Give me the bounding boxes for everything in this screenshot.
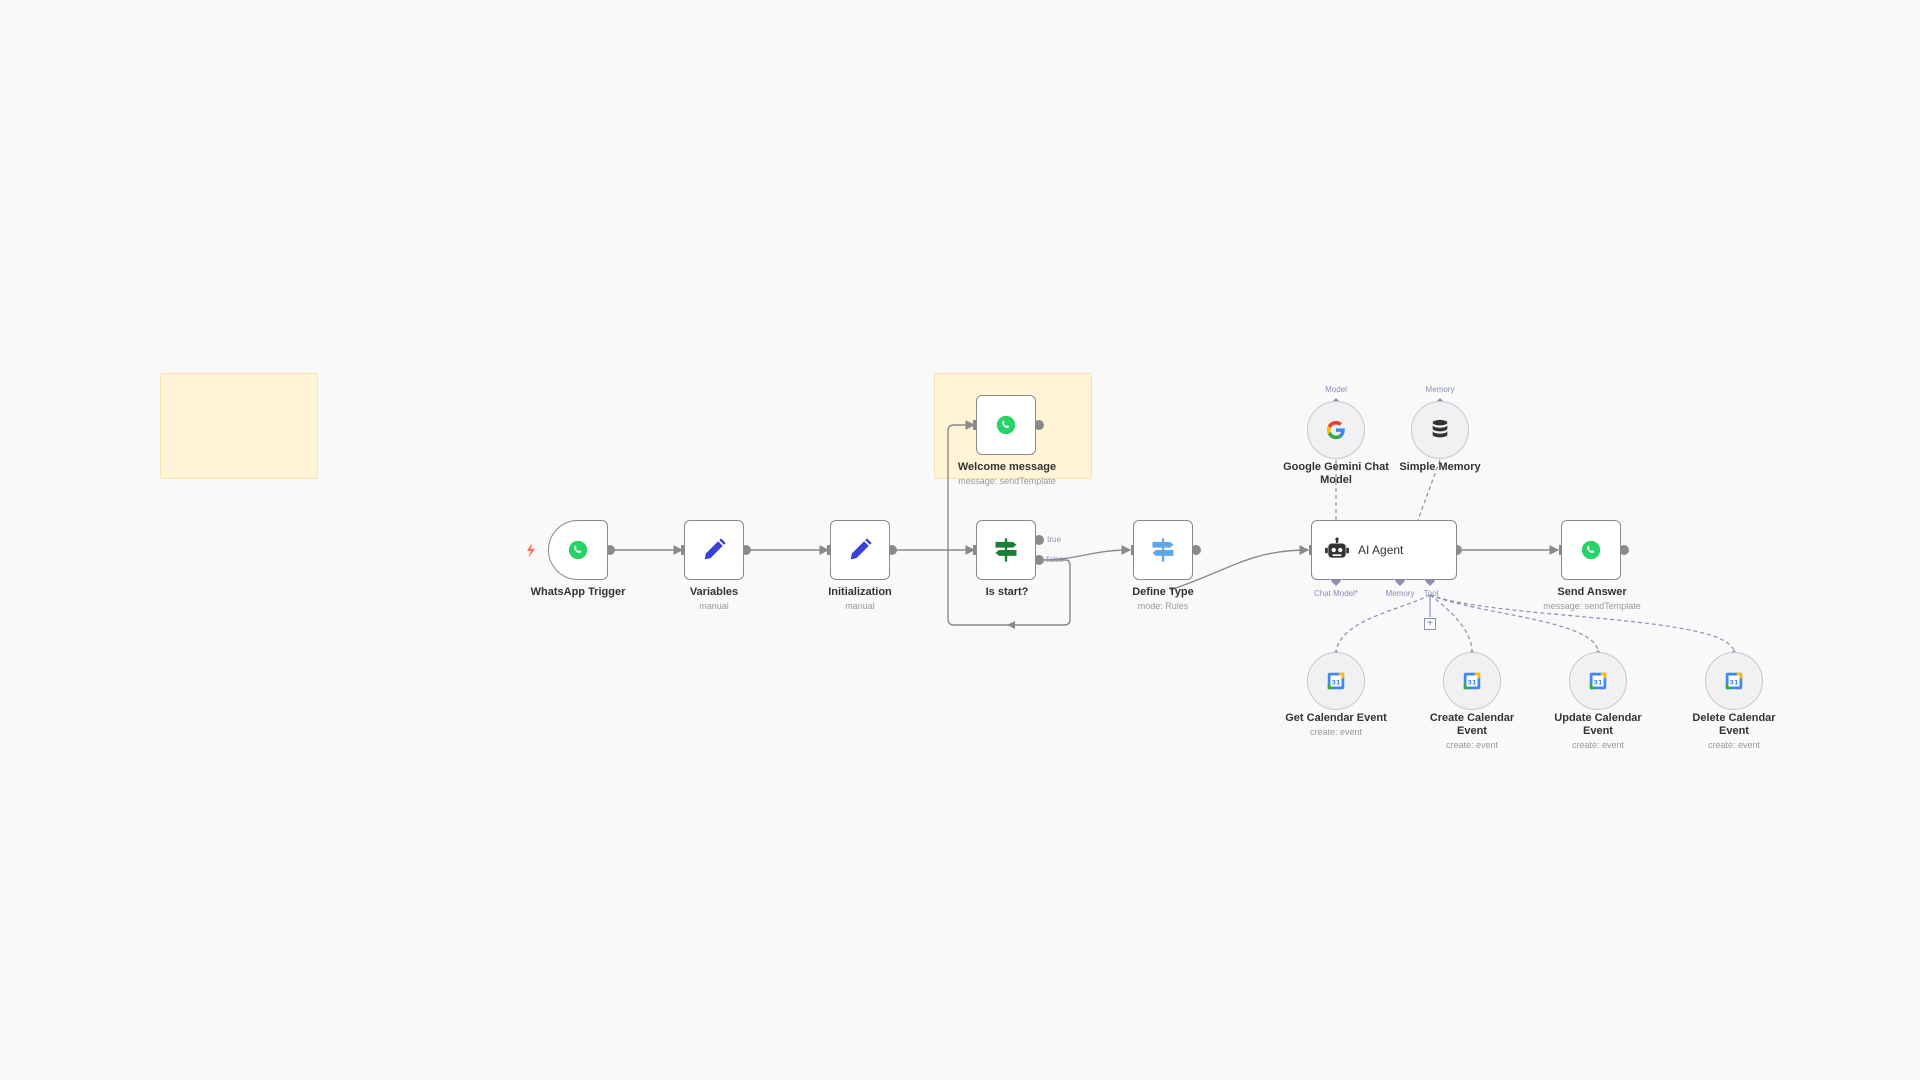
handle-isstart-true[interactable] xyxy=(1034,535,1044,545)
variables-label: Variables xyxy=(689,586,739,598)
send-answer-sublabel: message: sendTemplate xyxy=(1543,601,1641,611)
signpost-icon xyxy=(995,538,1017,562)
gemini-label: Google Gemini Chat Model xyxy=(1283,461,1389,486)
handle-isstart-false[interactable] xyxy=(1034,555,1044,565)
database-icon xyxy=(1432,419,1448,438)
is-start-true-label: true xyxy=(1047,535,1061,544)
google-calendar-icon: 31 xyxy=(1327,672,1345,690)
wire-tool-get xyxy=(1335,594,1431,653)
google-icon xyxy=(1326,420,1345,440)
variables-sublabel: manual xyxy=(699,601,729,611)
svg-text:31: 31 xyxy=(1332,679,1341,687)
define-type-sublabel: mode: Rules xyxy=(1137,601,1189,611)
svg-text:31: 31 xyxy=(1594,679,1603,687)
initialization-label: Initialization xyxy=(828,586,892,598)
simple-memory-node[interactable] xyxy=(1411,401,1469,459)
handle-sendanswer-out[interactable] xyxy=(1619,545,1629,555)
handle-agent-in[interactable] xyxy=(1309,545,1312,555)
update-calendar-event-node[interactable]: 31 xyxy=(1569,652,1627,710)
create-calendar-event-node[interactable]: 31 xyxy=(1443,652,1501,710)
handle-variables-in[interactable] xyxy=(681,545,684,555)
is-start-false-label: false xyxy=(1046,555,1064,564)
simple-memory-label: Simple Memory xyxy=(1399,461,1481,473)
define-type-label: Define Type xyxy=(1132,586,1194,598)
pencil-icon xyxy=(850,538,872,560)
handle-sendanswer-in[interactable] xyxy=(1559,545,1562,555)
update-calendar-event-sublabel: create: event xyxy=(1571,740,1625,750)
handle-definetype-out[interactable] xyxy=(1191,545,1201,555)
wire-tool-create xyxy=(1429,594,1473,653)
add-tool-button[interactable]: + xyxy=(1424,618,1436,630)
gemini-top-port-label: Model xyxy=(1325,385,1347,394)
whatsapp-trigger-label: WhatsApp Trigger xyxy=(530,586,626,598)
gemini-node[interactable] xyxy=(1307,401,1365,459)
is-start-label: Is start? xyxy=(985,586,1029,598)
trigger-bolt-icon xyxy=(527,543,535,558)
loop-arrowhead xyxy=(1007,621,1015,629)
svg-text:31: 31 xyxy=(1468,679,1477,687)
get-calendar-event-node[interactable]: 31 xyxy=(1307,652,1365,710)
create-calendar-event-sublabel: create: event xyxy=(1445,740,1499,750)
whatsapp-trigger-node[interactable] xyxy=(548,520,608,580)
svg-text:31: 31 xyxy=(1730,679,1739,687)
send-answer-label: Send Answer xyxy=(1557,586,1627,598)
wire-memory-agent xyxy=(1417,459,1441,521)
delete-calendar-event-label: Delete Calendar Event xyxy=(1692,712,1776,737)
handle-welcome-out[interactable] xyxy=(1034,420,1044,430)
signpost-icon xyxy=(1152,538,1174,562)
is-start-node[interactable] xyxy=(976,520,1036,580)
delete-calendar-event-node[interactable]: 31 xyxy=(1705,652,1763,710)
define-type-node[interactable] xyxy=(1133,520,1193,580)
welcome-message-node[interactable] xyxy=(976,395,1036,455)
whatsapp-icon xyxy=(1581,540,1601,560)
whatsapp-icon xyxy=(568,540,588,560)
handle-initialization-in[interactable] xyxy=(827,545,830,555)
update-calendar-event-label: Update Calendar Event xyxy=(1554,712,1642,737)
welcome-message-sublabel: message: sendTemplate xyxy=(958,476,1056,486)
wire-definetype-agent xyxy=(1169,545,1310,591)
create-calendar-event-label: Create Calendar Event xyxy=(1429,712,1515,737)
google-calendar-icon: 31 xyxy=(1725,672,1743,690)
ai-agent-port-chat-model: Chat Model* xyxy=(1313,589,1359,598)
variables-node[interactable] xyxy=(684,520,744,580)
simple-memory-top-port-label: Memory xyxy=(1425,385,1455,394)
initialization-sublabel: manual xyxy=(845,601,875,611)
delete-calendar-event-sublabel: create: event xyxy=(1707,740,1761,750)
google-calendar-icon: 31 xyxy=(1589,672,1607,690)
wire-tool-delete xyxy=(1429,594,1735,653)
wire-isstart-definetype xyxy=(1039,545,1132,561)
sticky-note-left[interactable] xyxy=(160,373,318,479)
send-answer-node[interactable] xyxy=(1561,520,1621,580)
wire-tool-update xyxy=(1429,594,1599,653)
pencil-icon xyxy=(704,538,726,560)
ai-agent-title: AI Agent xyxy=(1358,543,1404,557)
handle-definetype-in[interactable] xyxy=(1131,545,1134,555)
ai-agent-port-tool: Tool xyxy=(1423,589,1439,598)
handle-isstart-in[interactable] xyxy=(973,545,976,555)
get-calendar-event-label: Get Calendar Event xyxy=(1285,712,1387,724)
google-calendar-icon: 31 xyxy=(1463,672,1481,690)
welcome-message-label: Welcome message xyxy=(957,461,1057,473)
robot-icon xyxy=(1325,537,1349,558)
ai-agent-node[interactable]: AI Agent xyxy=(1311,520,1457,580)
initialization-node[interactable] xyxy=(830,520,890,580)
get-calendar-event-sublabel: create: event xyxy=(1309,727,1363,737)
handle-welcome-in[interactable] xyxy=(973,420,976,430)
whatsapp-icon xyxy=(996,415,1016,435)
ai-agent-port-memory: Memory xyxy=(1385,589,1415,598)
